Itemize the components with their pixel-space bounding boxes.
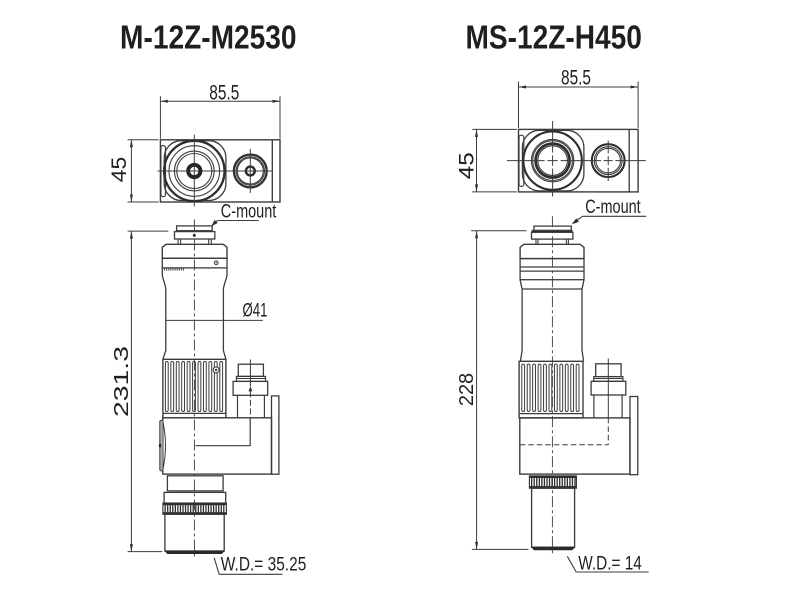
svg-text:W.D.= 14: W.D.= 14	[578, 552, 642, 574]
svg-text:85.5: 85.5	[561, 67, 591, 90]
svg-text:45: 45	[107, 157, 131, 183]
svg-text:MS-12Z-H450: MS-12Z-H450	[465, 19, 642, 56]
svg-text:228: 228	[456, 373, 478, 406]
svg-text:45: 45	[454, 152, 478, 179]
svg-text:M-12Z-M2530: M-12Z-M2530	[120, 19, 297, 56]
svg-text:C-mount: C-mount	[585, 197, 641, 218]
svg-text:85.5: 85.5	[209, 82, 239, 105]
svg-text:Ø41: Ø41	[243, 300, 268, 321]
svg-text:W.D.= 35.25: W.D.= 35.25	[221, 554, 307, 576]
svg-text:231.3: 231.3	[111, 346, 133, 417]
svg-text:C-mount: C-mount	[221, 201, 277, 222]
